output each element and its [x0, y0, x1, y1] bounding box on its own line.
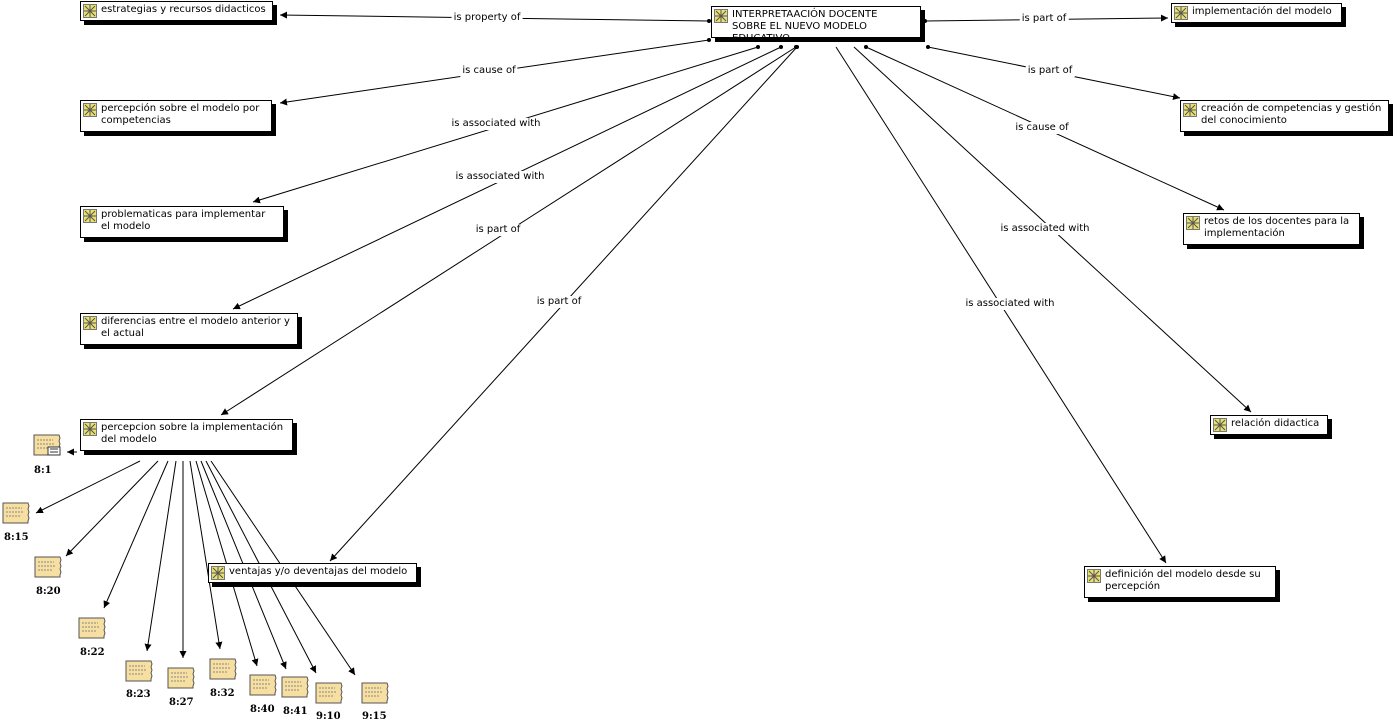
code-node-percepcion-competencias[interactable]: percepción sobre el modelo por competenc…	[80, 100, 272, 132]
quotation-icon[interactable]	[2, 502, 30, 524]
code-label: implementación del modelo	[1192, 6, 1332, 17]
code-node-ventajas[interactable]: ventajas y/o deventajas del modelo	[208, 563, 417, 583]
code-label: estrategias y recursos didacticos	[101, 4, 266, 15]
code-icon	[83, 4, 97, 18]
code-icon	[83, 209, 97, 223]
code-icon	[211, 566, 225, 580]
code-node-definicion[interactable]: definición del modelo desde su percepció…	[1084, 566, 1276, 598]
code-node-estrategias[interactable]: estrategias y recursos didacticos	[80, 1, 273, 21]
quotation-label: 8:27	[169, 697, 194, 708]
code-node-relacion[interactable]: relación didactica	[1210, 415, 1328, 435]
relation-label-associated-diferencias: is associated with	[453, 171, 547, 183]
relation-label-part-of-ventajas: is part of	[534, 296, 584, 308]
quotation-label: 8:22	[80, 647, 105, 658]
relation-label-cause-of-retos: is cause of	[1013, 122, 1071, 134]
quotation-icon[interactable]	[34, 556, 62, 578]
relation-label-part-of-percepcion: is part of	[473, 224, 523, 236]
code-icon	[1183, 103, 1197, 117]
quotation-icon[interactable]	[78, 617, 106, 639]
code-label: problematicas para implementar el modelo	[101, 209, 266, 232]
link-quote-8-22	[103, 460, 169, 609]
code-icon	[83, 422, 97, 436]
quotation-icon[interactable]	[125, 660, 153, 682]
code-icon	[1174, 6, 1188, 20]
code-node-creacion[interactable]: creación de competencias y gestión del c…	[1180, 100, 1389, 132]
code-icon	[83, 316, 97, 330]
code-label: diferencias entre el modelo anterior y e…	[101, 316, 290, 339]
code-node-diferencias[interactable]: diferencias entre el modelo anterior y e…	[80, 313, 298, 345]
relation-label-part-of-creacion: is part of	[1025, 65, 1075, 77]
code-label: percepción sobre el modelo por competenc…	[101, 103, 260, 126]
code-label: definición del modelo desde su percepció…	[1105, 569, 1261, 592]
code-icon	[714, 9, 728, 23]
code-node-percepcion-implementacion[interactable]: percepcion sobre la implementación del m…	[80, 419, 293, 451]
quotation-label: 9:10	[316, 711, 341, 722]
code-label: relación didactica	[1231, 418, 1320, 429]
quotation-label: 8:15	[4, 532, 29, 543]
quotation-icon[interactable]	[167, 667, 195, 689]
code-label: ventajas y/o deventajas del modelo	[229, 566, 408, 577]
code-icon	[83, 103, 97, 117]
quotation-icon[interactable]	[209, 658, 237, 680]
code-label: creación de competencias y gestión del c…	[1201, 103, 1382, 126]
central-code-node[interactable]: INTERPRETAACIÓN DOCENTE SOBRE EL NUEVO M…	[711, 6, 921, 44]
quotation-label: 8:23	[126, 689, 151, 700]
relation-label-part-of-implementacion: is part of	[1019, 13, 1069, 25]
quotation-label: 8:41	[283, 706, 308, 717]
code-icon	[1213, 418, 1227, 432]
central-code-label: INTERPRETAACIÓN DOCENTE SOBRE EL NUEVO M…	[732, 9, 878, 44]
link-quote-8-20	[65, 460, 159, 557]
code-label: retos de los docentes para la implementa…	[1204, 216, 1350, 239]
code-label: percepcion sobre la implementación del m…	[101, 422, 284, 445]
quotation-icon[interactable]	[249, 674, 277, 696]
quotation-label: 9:15	[362, 711, 387, 722]
code-node-problematicas[interactable]: problematicas para implementar el modelo	[80, 206, 284, 238]
code-node-retos[interactable]: retos de los docentes para la implementa…	[1183, 213, 1360, 245]
relation-label-associated-definicion: is associated with	[963, 298, 1057, 310]
quotation-label: 8:40	[250, 704, 275, 715]
link-quote-8-32	[189, 460, 223, 650]
quotation-icon[interactable]	[33, 434, 61, 456]
quotation-icon[interactable]	[361, 682, 389, 704]
relation-label-associated-relacion: is associated with	[998, 223, 1092, 235]
code-icon	[1186, 216, 1200, 230]
quotation-label: 8:1	[34, 465, 52, 476]
relation-label-property-of: is property of	[451, 12, 523, 24]
quotation-label: 8:32	[210, 688, 235, 699]
quotation-icon[interactable]	[281, 676, 309, 698]
code-icon	[1087, 569, 1101, 583]
code-node-implementacion[interactable]: implementación del modelo	[1171, 3, 1342, 23]
quotation-icon[interactable]	[315, 682, 343, 704]
quotation-label: 8:20	[36, 586, 61, 597]
link-quote-8-15	[35, 460, 141, 514]
relation-label-cause-of: is cause of	[460, 65, 518, 77]
relation-label-associated-problematicas: is associated with	[449, 118, 543, 130]
link-quote-8-23	[144, 460, 177, 652]
